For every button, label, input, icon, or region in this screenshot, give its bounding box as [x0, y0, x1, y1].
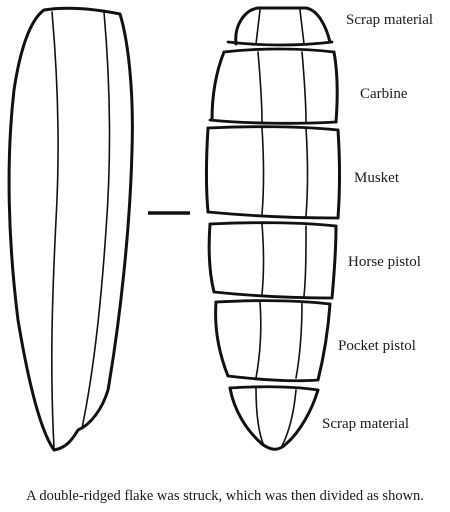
- whole-flake: [7, 6, 134, 452]
- label-horse-pistol: Horse pistol: [348, 254, 421, 270]
- whole-flake-outline: [7, 6, 134, 452]
- label-musket: Musket: [354, 170, 400, 186]
- segmented-flake: [205, 6, 341, 451]
- label-pocket-pistol: Pocket pistol: [338, 338, 416, 354]
- segment-scrap-bottom: [228, 386, 320, 451]
- segment-pocket-pistol: [214, 300, 332, 382]
- label-scrap-top: Scrap material: [346, 12, 433, 28]
- label-carbine: Carbine: [360, 86, 408, 102]
- whole-flake-ridge-right: [81, 11, 111, 429]
- segment-musket: [205, 126, 341, 220]
- whole-flake-ridge-left: [51, 11, 59, 449]
- figure-caption: A double-ridged flake was struck, which …: [26, 488, 424, 504]
- segment-horse-pistol: [207, 222, 338, 300]
- segment-carbine: [210, 50, 339, 124]
- label-scrap-bottom: Scrap material: [322, 416, 409, 432]
- segment-scrap-top: [234, 6, 332, 46]
